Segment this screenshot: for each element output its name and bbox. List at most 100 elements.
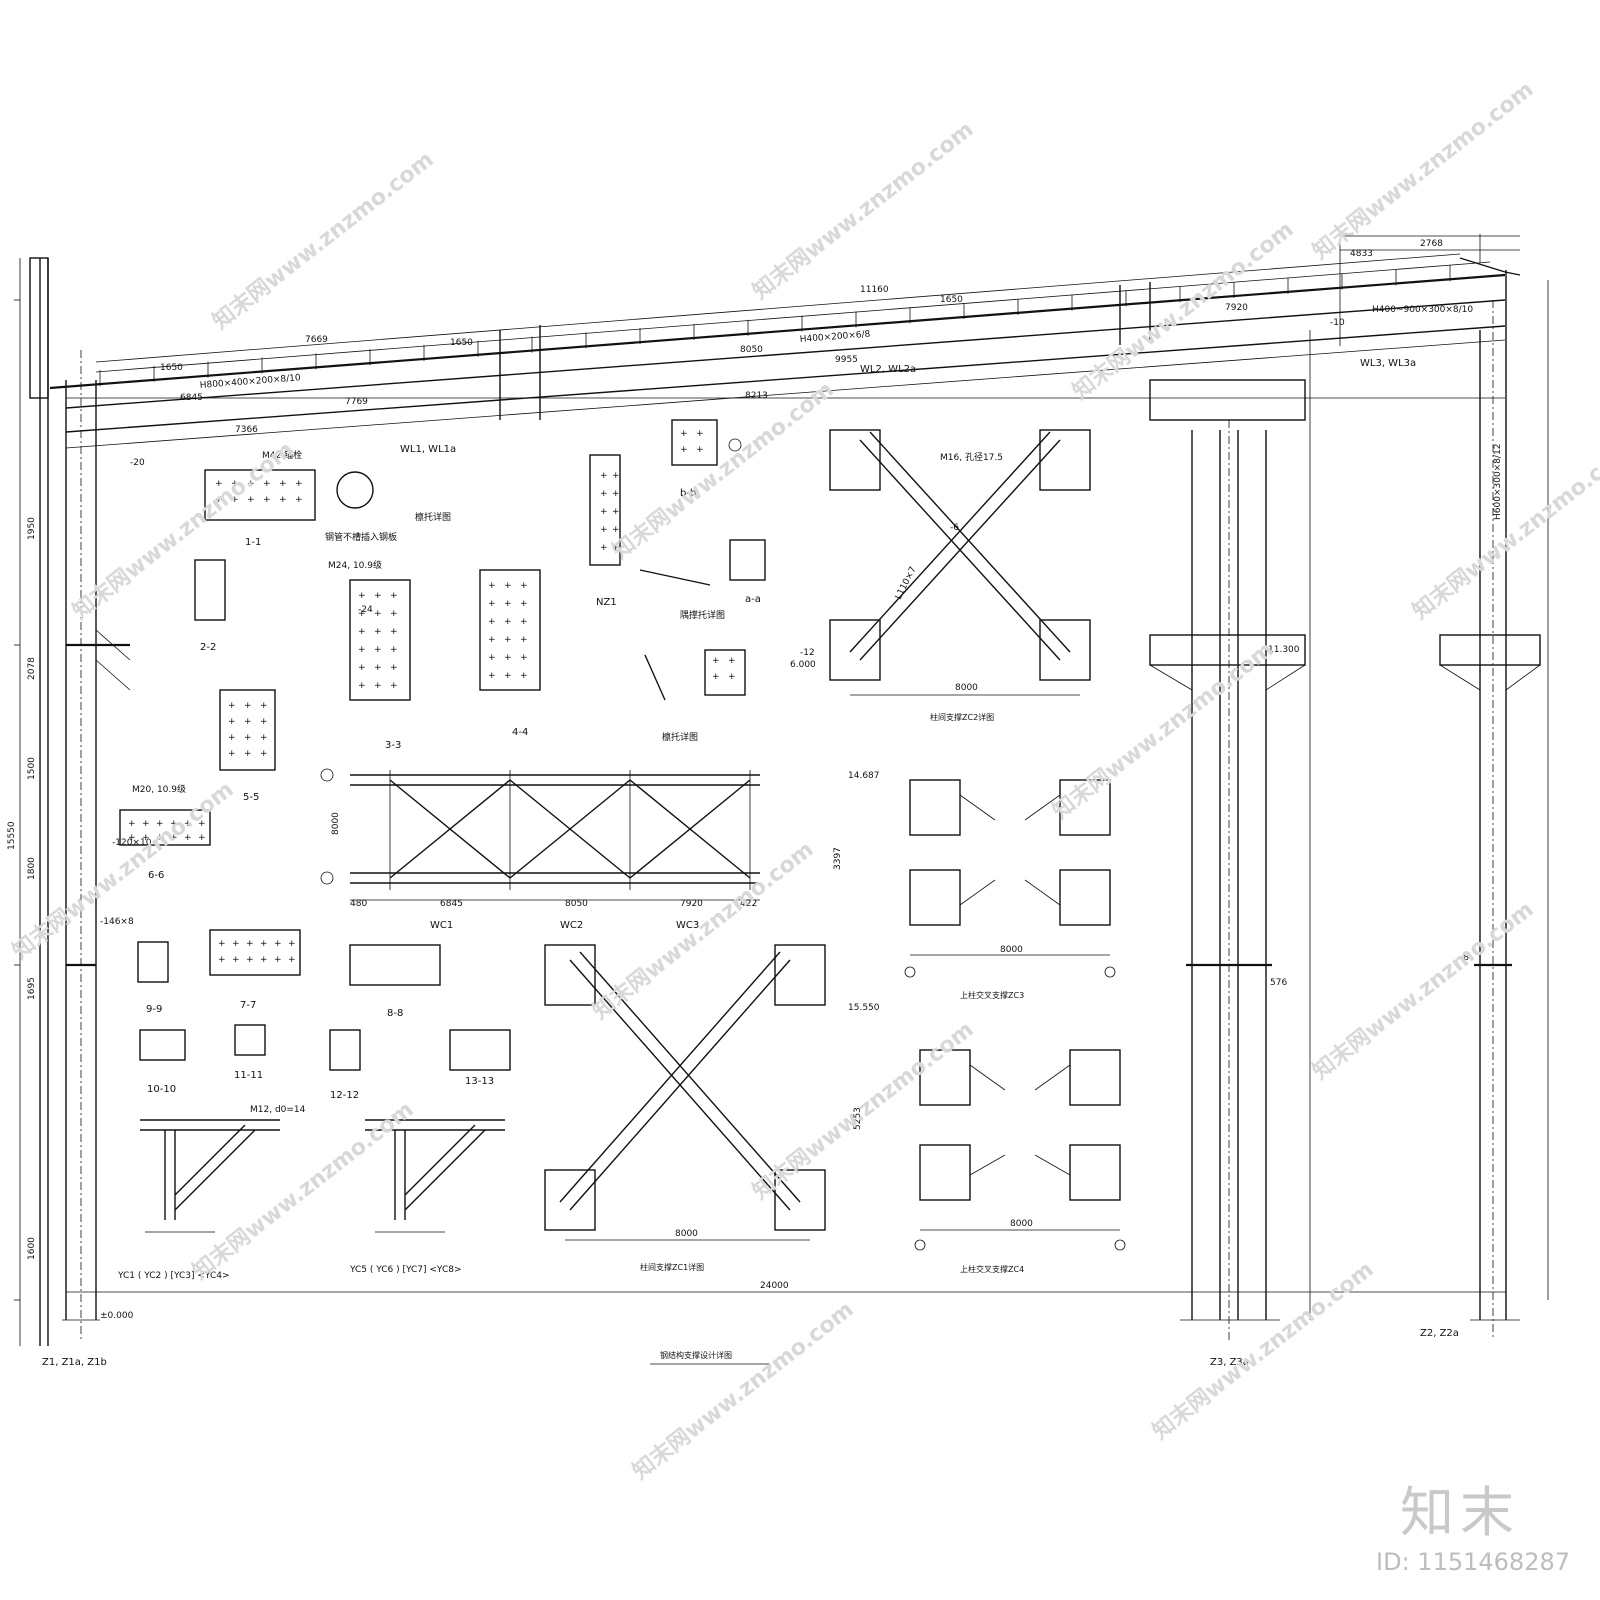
bolt-hole: + bbox=[358, 591, 366, 601]
zc3-bracing bbox=[904, 779, 1116, 978]
small-label-7: -8 bbox=[1460, 953, 1469, 963]
knee-brace-yc1 bbox=[140, 1119, 280, 1233]
bolt-hole: + bbox=[288, 939, 296, 949]
column-dim-6: 1695 bbox=[27, 977, 37, 1000]
watermark-text: 知末网www.znzmo.com bbox=[208, 146, 439, 334]
bolt-hole: + bbox=[128, 819, 136, 829]
ridge-dim-6: 7920 bbox=[1225, 303, 1248, 313]
bolt-hole: + bbox=[488, 617, 496, 627]
ridge-dim-13: 4833 bbox=[1350, 249, 1373, 259]
bolt-hole: + bbox=[279, 479, 287, 489]
brand-watermark: 知末 bbox=[1400, 1481, 1520, 1544]
wc-dim-1: 6845 bbox=[440, 899, 463, 909]
wc-dim-2: 8050 bbox=[565, 899, 588, 909]
watermarks: 知末网www.znzmo.com知末网www.znzmo.com知末网www.z… bbox=[8, 76, 1600, 1484]
watermark-text: 知末网www.znzmo.com bbox=[68, 436, 299, 624]
bolt-hole: + bbox=[184, 833, 192, 843]
bolt-hole: + bbox=[712, 672, 720, 682]
bolt-spec-0: M24, 10.9级 bbox=[328, 559, 382, 571]
bolt-hole: + bbox=[156, 833, 164, 843]
bolt-hole: + bbox=[488, 581, 496, 591]
small-label-4: -12 bbox=[800, 648, 815, 658]
bolt-hole: + bbox=[488, 635, 496, 645]
ridge-dim-9: 6845 bbox=[180, 393, 203, 403]
small-label-8: -20 bbox=[130, 458, 145, 468]
bolt-hole: + bbox=[295, 495, 303, 505]
section-7-7: 7-7 bbox=[240, 1000, 256, 1011]
bolt-hole: + bbox=[390, 627, 398, 637]
bolt-hole: + bbox=[696, 445, 704, 455]
watermark-text: 知末网www.znzmo.com bbox=[1068, 216, 1299, 404]
bolt-hole: + bbox=[358, 645, 366, 655]
bolt-hole: + bbox=[358, 627, 366, 637]
bolt-hole: + bbox=[274, 955, 282, 965]
bolt-hole: + bbox=[612, 543, 620, 553]
left-column bbox=[14, 257, 131, 1346]
bolt-hole: + bbox=[279, 495, 287, 505]
bolt-hole: + bbox=[600, 471, 608, 481]
bolt-hole: + bbox=[228, 717, 236, 727]
bolt-hole: + bbox=[246, 939, 254, 949]
image-id: ID: 1151468287 bbox=[1376, 1548, 1570, 1576]
zc1-bracing bbox=[544, 944, 826, 1241]
section-2-2: 2-2 bbox=[200, 642, 216, 653]
frame-label-left: WL1, WL1a bbox=[400, 444, 456, 455]
bolt-hole: + bbox=[390, 609, 398, 619]
bolt-hole: + bbox=[231, 495, 239, 505]
bolt-spec-1: M20, 10.9级 bbox=[132, 783, 186, 795]
bolt-hole: + bbox=[504, 599, 512, 609]
wc-dim-0: 480 bbox=[350, 899, 367, 909]
watermark-text: 知末网www.znzmo.com bbox=[748, 116, 979, 304]
watermark-text: 知末网www.znzmo.com bbox=[188, 1096, 419, 1284]
bolt-hole: + bbox=[260, 701, 268, 711]
bolt-hole: + bbox=[244, 749, 252, 759]
ridge-dim-1: 1650 bbox=[160, 363, 183, 373]
small-label-1: 576 bbox=[1270, 978, 1287, 988]
bolt-hole: + bbox=[612, 525, 620, 535]
wc-dim-4: 422 bbox=[740, 899, 757, 909]
bolt-hole: + bbox=[390, 591, 398, 601]
beam-section-2: H400~900×300×8/10 bbox=[1372, 305, 1473, 315]
watermark-text: 知末网www.znzmo.com bbox=[8, 776, 239, 964]
wc-dim-3: 7920 bbox=[680, 899, 703, 909]
ridge-dim-5: 8050 bbox=[740, 345, 763, 355]
watermark-text: 知末网www.znzmo.com bbox=[1308, 76, 1539, 264]
bolt-hole: + bbox=[244, 733, 252, 743]
bolt-hole: + bbox=[374, 609, 382, 619]
drawing-title: 钢结构支撑设计详图 bbox=[660, 1350, 732, 1360]
section-6-6: 6-6 bbox=[148, 870, 164, 881]
ridge-dim-2: 1650 bbox=[450, 338, 473, 348]
bolt-hole: + bbox=[374, 681, 382, 691]
elevation-0: ±0.000 bbox=[100, 1311, 134, 1321]
bolt-hole: + bbox=[244, 701, 252, 711]
bolt-spec-4: M42 锚栓 bbox=[262, 449, 302, 461]
bolt-hole: + bbox=[142, 819, 150, 829]
section-5-5: 5-5 bbox=[243, 792, 259, 803]
bolt-hole: + bbox=[228, 701, 236, 711]
bolt-hole: + bbox=[170, 819, 178, 829]
column-dim-8: 5253 bbox=[853, 1107, 863, 1130]
bolt-hole: + bbox=[520, 653, 528, 663]
small-label-3: L110×7 bbox=[894, 565, 919, 601]
bolt-hole: + bbox=[260, 733, 268, 743]
zc2-span: 8000 bbox=[955, 683, 978, 693]
bolt-hole: + bbox=[232, 955, 240, 965]
zc2-bracing bbox=[829, 429, 1091, 696]
column-label-mid: Z3, Z3a bbox=[1210, 1357, 1249, 1368]
bolt-hole: + bbox=[680, 445, 688, 455]
bolt-hole: + bbox=[246, 955, 254, 965]
bolt-hole: + bbox=[520, 671, 528, 681]
beam-section-1: H400×200×6/8 bbox=[799, 330, 871, 345]
bolt-hole: + bbox=[374, 627, 382, 637]
zc4-title: 上柱交叉支撑ZC4 bbox=[960, 1264, 1024, 1274]
bolt-hole: + bbox=[504, 617, 512, 627]
bolt-hole: + bbox=[728, 672, 736, 682]
bolt-hole: + bbox=[295, 479, 303, 489]
roof-beam bbox=[49, 234, 1521, 449]
zc4-bracing bbox=[914, 1049, 1126, 1251]
wc2-label: WC2 bbox=[560, 920, 583, 931]
bolt-hole: + bbox=[247, 495, 255, 505]
section-details bbox=[119, 419, 766, 1071]
bolt-hole: + bbox=[520, 599, 528, 609]
